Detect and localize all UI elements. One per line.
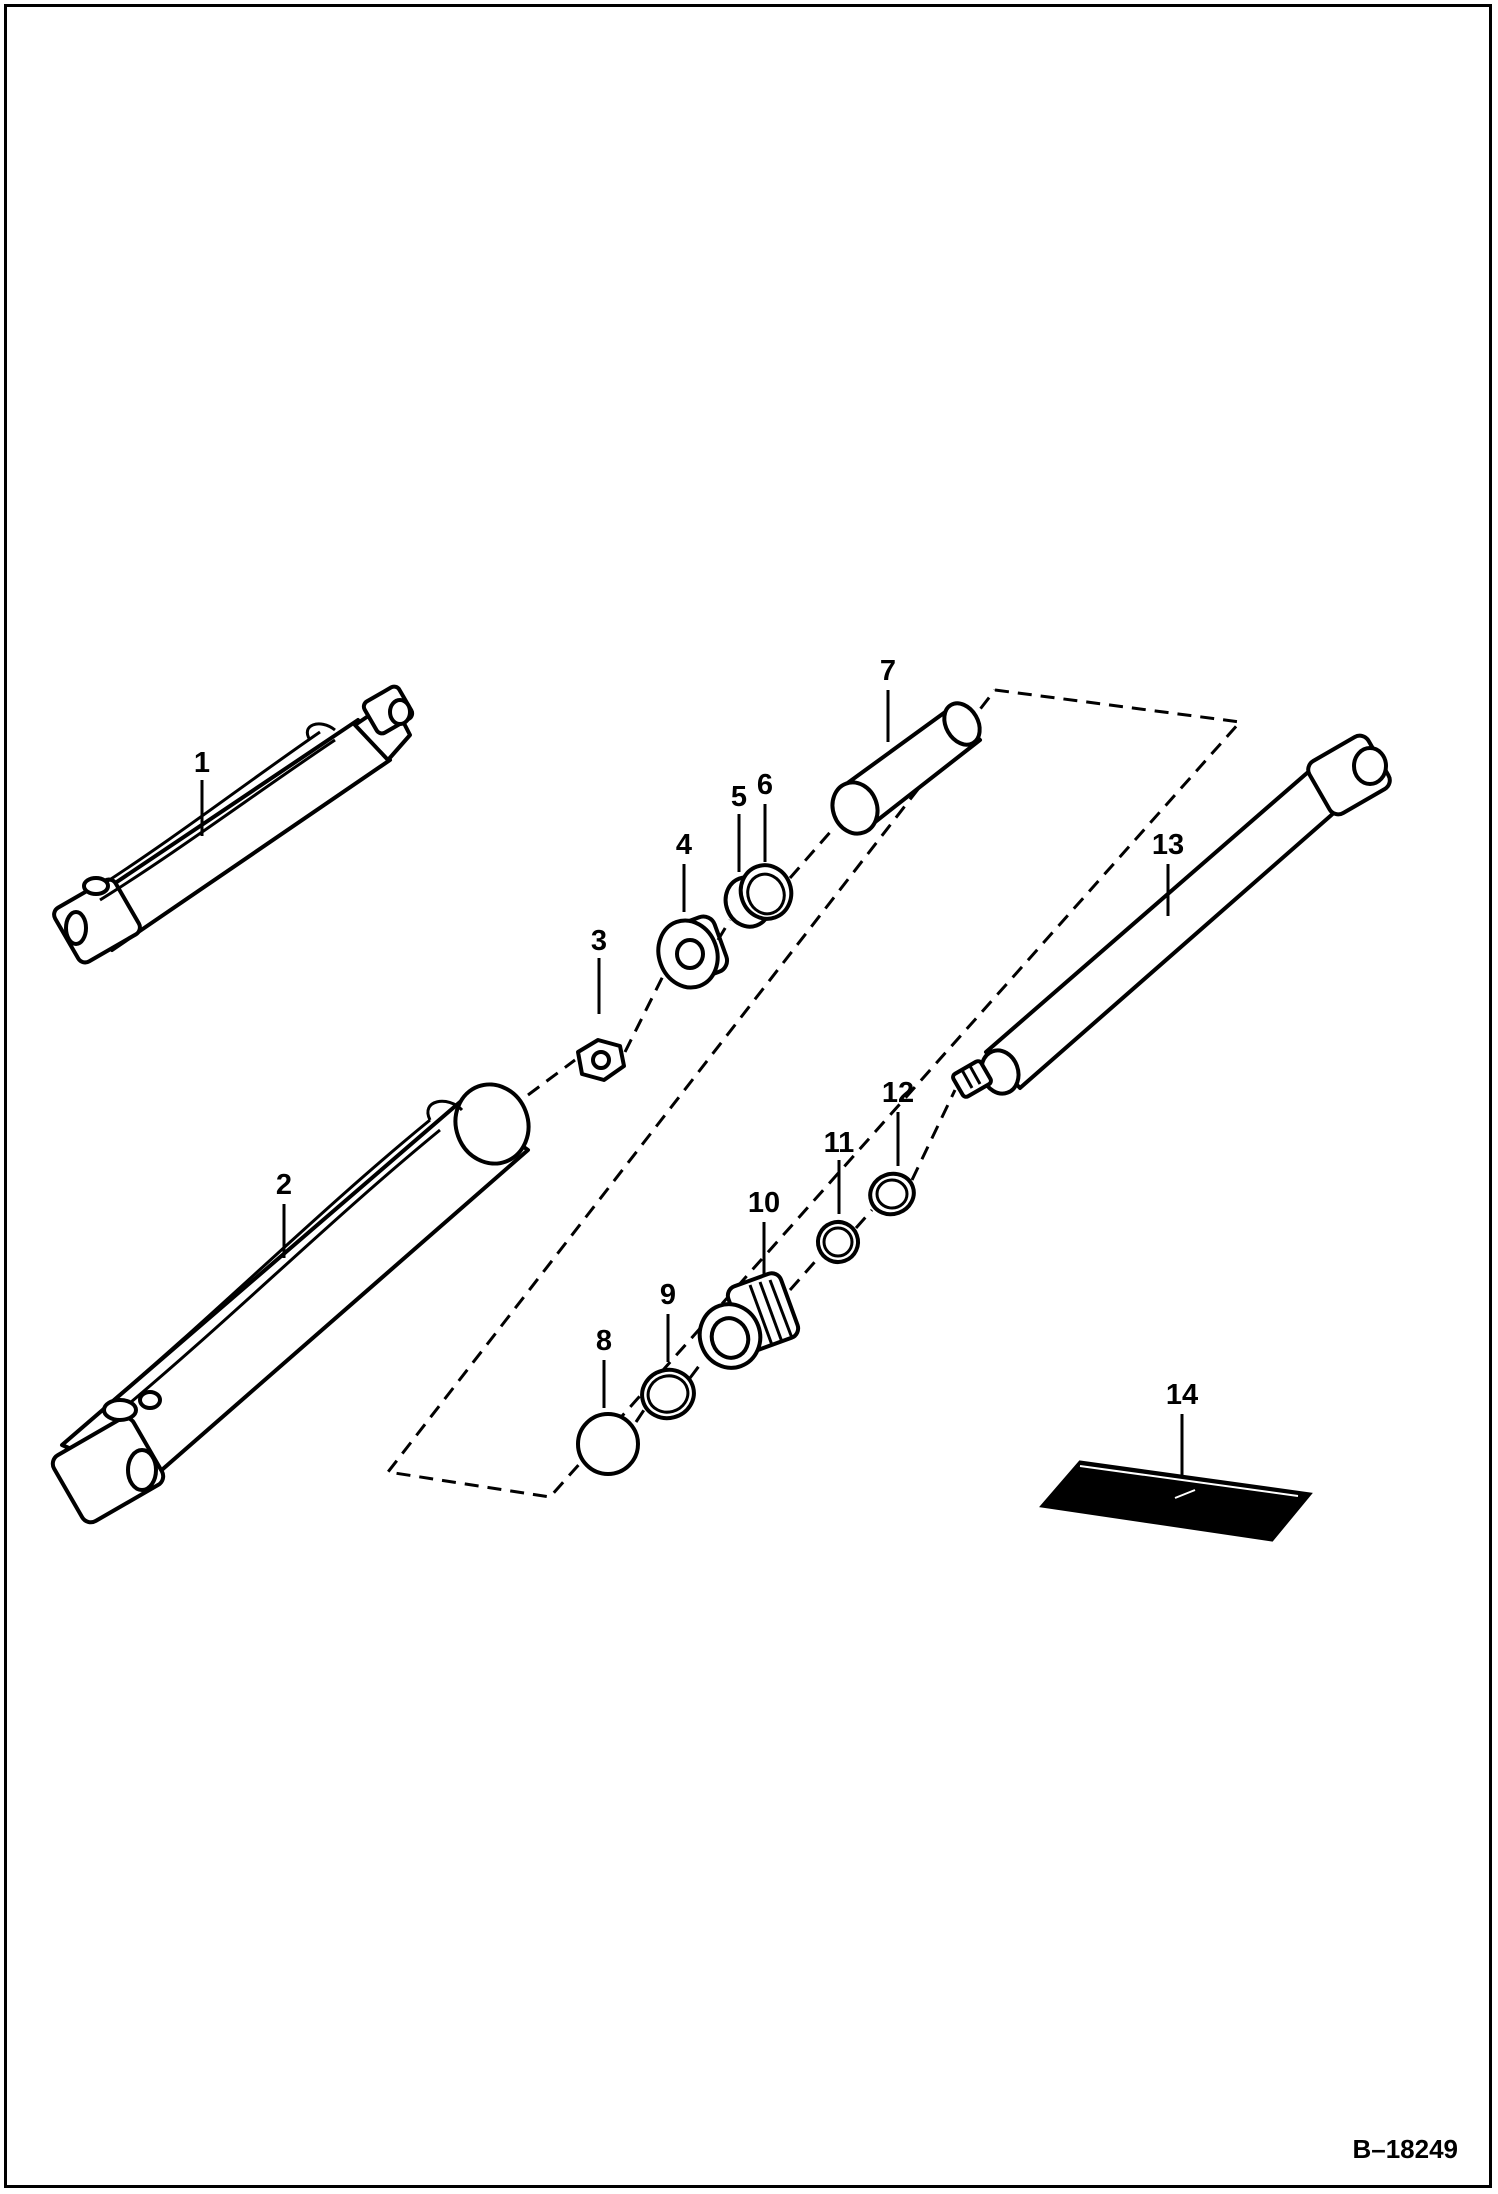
part-14-seal-kit	[1039, 1460, 1313, 1542]
callout-6: 6	[757, 769, 773, 801]
callout-11: 11	[824, 1127, 855, 1159]
part-4-piston	[656, 914, 730, 990]
part-11-backup-ring	[816, 1220, 860, 1264]
part-3-lock-nut	[576, 1038, 626, 1082]
part-9-o-ring	[640, 1367, 696, 1421]
callout-13: 13	[1152, 829, 1184, 861]
axis-line-upper	[527, 1058, 576, 1097]
part-2-cylinder-barrel	[50, 1082, 531, 1525]
part-1-cylinder-assembly	[52, 684, 415, 965]
part-6-wear-ring	[738, 863, 794, 921]
axis-line-nut-piston	[623, 971, 667, 1053]
axis-line-ring-tube	[788, 829, 834, 879]
callout-7: 7	[880, 655, 896, 687]
axis-line-seal	[634, 1409, 646, 1423]
axis-line-rod	[910, 1089, 957, 1181]
part-10-gland-head	[697, 1271, 801, 1370]
part-8-seal	[576, 1412, 640, 1476]
part-13-piston-rod	[951, 733, 1392, 1099]
part-7-tube-spacer	[830, 701, 982, 836]
callout-14: 14	[1166, 1379, 1198, 1411]
callout-4: 4	[676, 829, 692, 861]
axis-line-piston-ring	[716, 919, 732, 941]
callout-8: 8	[596, 1325, 612, 1357]
callout-10: 10	[748, 1187, 780, 1219]
diagram-frame	[4, 4, 1492, 2188]
callout-3: 3	[591, 925, 607, 957]
axis-line-gland-ring	[788, 1255, 822, 1291]
callout-2: 2	[276, 1169, 292, 1201]
part-12-rod-seal	[868, 1171, 916, 1217]
callout-1: 1	[194, 747, 210, 779]
callout-9: 9	[660, 1279, 676, 1311]
axis-line-gland	[688, 1361, 704, 1379]
callout-12: 12	[882, 1077, 914, 1109]
assembly-envelope-dashed	[385, 688, 1244, 1499]
axis-line-rings	[854, 1209, 874, 1229]
reference-code: B–18249	[1352, 2134, 1458, 2164]
callout-5: 5	[731, 781, 747, 813]
